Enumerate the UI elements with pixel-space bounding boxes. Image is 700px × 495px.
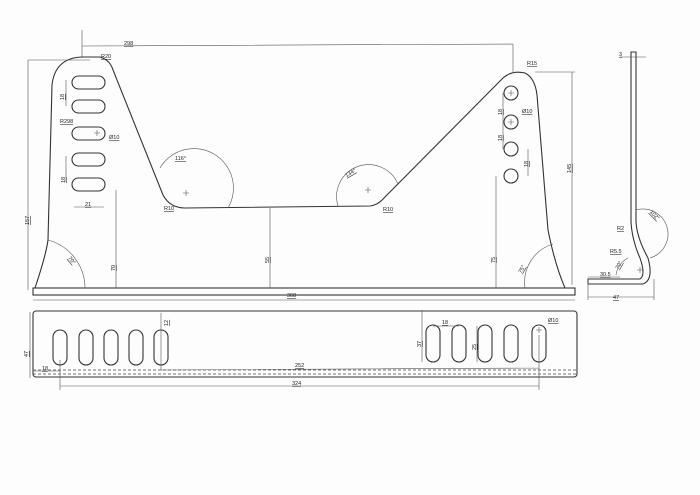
dim-slot-pitch-upper: 18 [60,94,66,100]
dim-angle-left-inner: 116° [175,156,186,162]
dim-hole-dia-left: Ø10 [109,135,119,141]
dim-hole-pitch-2: 18 [498,135,504,141]
dim-edge-offset: 18 [42,366,48,372]
hole [503,85,519,101]
dim-hole-dia-right: Ø10 [522,109,532,115]
slot [503,324,519,363]
bottom-view: 47 18 12 252 324 37 18 25 Ø10 [24,310,578,390]
dim-hole-dia: Ø10 [548,318,558,324]
dim-hole-pitch-1: 18 [498,109,504,115]
dim-slot-length: 37 [417,341,423,347]
bottom-left-slots [52,329,169,366]
dim-bend-angle: 102° [648,209,660,221]
dim-inner-radius: R2 [617,226,624,232]
dim-height-middle: 55 [265,257,271,263]
dim-base-width: 47 [613,295,619,301]
dim-slot-radius: R298 [60,119,73,125]
dim-hole-pitch-3: 18 [524,161,530,167]
dim-slot-length: 21 [85,202,91,208]
center-marks [94,90,643,333]
dim-slot-inner: 25 [472,344,478,350]
bracket-outline [34,56,566,289]
slot [477,324,493,363]
slot [128,329,144,366]
bottom-right-slots [425,324,547,363]
hole [503,114,519,130]
hole [503,168,519,184]
base-plate [32,287,576,296]
dim-top-radius-left: R20 [101,54,111,60]
slot [52,329,68,366]
slot [78,329,94,366]
left-slots [71,75,106,192]
dim-top-radius-right: R15 [527,61,537,67]
dim-angle-right-base: 75° [518,264,527,274]
dim-slot-pitch-lower: 18 [61,177,67,183]
slot [71,177,106,192]
slot [71,126,106,141]
dim-slot-spacing: 252 [295,363,304,369]
dim-height-left: 157 [25,216,31,225]
dim-slot-total: 324 [292,381,301,387]
dim-height-right: 145 [567,164,573,173]
bottom-plate [32,310,578,378]
slot [71,99,106,114]
dim-thickness: 3 [619,52,622,58]
dim-hole-offset: 30.5 [600,272,611,278]
dim-height-slot: 70 [111,265,117,271]
slot [103,329,119,366]
dim-width: 47 [24,351,30,357]
dim-overall-width: 298 [124,41,133,47]
dim-angle-left-base: 70° [66,256,76,266]
dim-fillet-right: R10 [383,207,393,213]
slot [425,324,441,363]
dim-outer-radius: R5.5 [610,249,622,255]
dim-slot-width: 12 [164,320,170,326]
slot [71,152,106,167]
hole [503,141,519,157]
side-view: 298 R20 18 R298 Ø10 18 21 116° R10 157 7… [25,30,576,301]
dim-fillet-left: R10 [164,206,174,212]
dim-base-angle: 70° [615,260,624,270]
slot [71,75,106,90]
dim-height-hole: 75 [491,257,497,263]
slot [451,324,467,363]
dim-base-length: 368 [287,293,296,299]
right-holes [503,85,519,184]
dim-angle-right-inner: 134° [344,168,357,179]
dim-slot-pitch: 18 [442,320,448,326]
profile-view: 3 102° R2 R5.5 70° 30.5 47 [587,51,669,301]
